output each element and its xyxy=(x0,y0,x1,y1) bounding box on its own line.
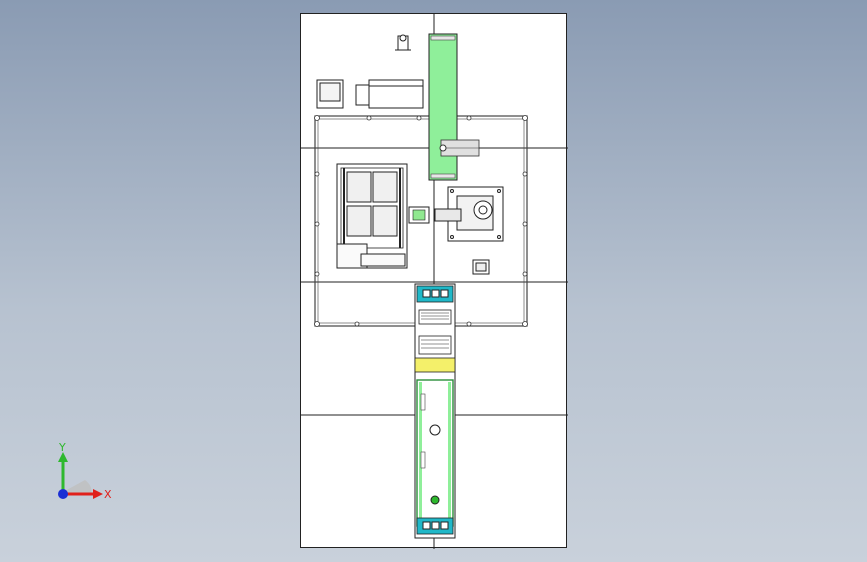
fence-post xyxy=(522,221,528,227)
small-fixture xyxy=(472,259,490,275)
fence-post xyxy=(366,115,372,121)
triad-graphic: Y X xyxy=(58,441,112,501)
fence-post xyxy=(314,271,320,277)
control-cabinet xyxy=(368,79,424,109)
workstation xyxy=(316,79,424,109)
y-axis-head xyxy=(58,452,68,462)
triad-plane-shade xyxy=(63,480,92,494)
robot-cell xyxy=(408,186,504,242)
vent-grille-2 xyxy=(418,335,452,355)
fence-post xyxy=(522,115,528,121)
fence-post xyxy=(314,221,320,227)
fence-post xyxy=(314,115,320,121)
outfeed-line xyxy=(414,283,456,539)
gripper-knob xyxy=(399,34,407,42)
fence-post xyxy=(522,271,528,277)
fence-post xyxy=(522,321,528,327)
y-axis-label: Y xyxy=(58,441,66,454)
fence-post xyxy=(466,115,472,121)
sensor xyxy=(429,424,441,436)
fence-post xyxy=(354,321,360,327)
robot-arm xyxy=(434,208,462,222)
fence-post xyxy=(522,171,528,177)
printer-small xyxy=(355,84,371,106)
drawing-sheet[interactable] xyxy=(300,13,568,549)
coordinate-triad: Y X xyxy=(45,440,120,510)
small-gripper-part xyxy=(395,34,411,51)
fence-post xyxy=(314,321,320,327)
warning-strip xyxy=(414,357,456,373)
machine-layout-drawing xyxy=(301,14,568,549)
x-axis-label: X xyxy=(104,488,112,501)
z-axis-dot xyxy=(58,489,68,499)
conveyor-belt xyxy=(428,33,458,181)
indicator-light xyxy=(430,495,440,505)
fence-posts xyxy=(314,115,528,327)
vent-grille-1 xyxy=(418,309,452,325)
fence-post xyxy=(466,321,472,327)
infeed-conveyor xyxy=(428,33,480,181)
fence-post xyxy=(416,115,422,121)
x-axis-head xyxy=(93,489,103,499)
fence-post xyxy=(314,171,320,177)
tray-magazine xyxy=(336,163,408,269)
